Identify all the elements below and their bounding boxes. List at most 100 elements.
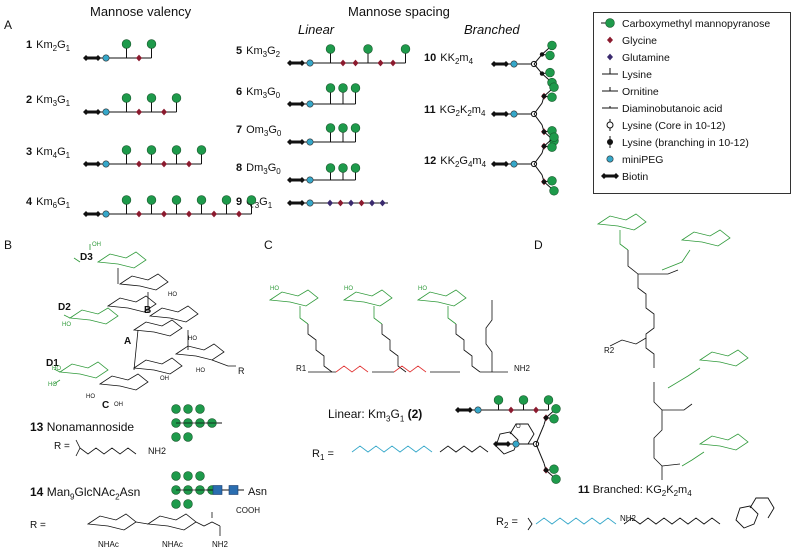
minipeg-icon <box>306 138 314 146</box>
panel-d-caption: 11 Branched: KG2K2m4 <box>578 484 692 499</box>
mannose-icon <box>146 93 157 103</box>
nh2-label: NH2 <box>620 514 637 523</box>
lysine-icon <box>602 68 618 75</box>
glutamine-icon <box>607 53 613 61</box>
r-equals-1: R = <box>54 441 70 452</box>
header-branched: Branched <box>464 22 520 37</box>
mannose-icon <box>325 163 336 173</box>
mannose-icon <box>183 432 193 442</box>
biotin-icon <box>285 137 307 147</box>
minipeg-icon <box>606 155 614 163</box>
km3g1-structure: HO HO HO <box>268 286 508 373</box>
mannose-icon <box>601 18 615 28</box>
nhac-label: NHAc <box>162 540 183 549</box>
svg-text:HO: HO <box>168 292 177 298</box>
legend-label: Lysine <box>622 69 652 81</box>
mannose-icon <box>325 83 336 93</box>
mannose-icon <box>543 395 554 405</box>
biotin-icon <box>81 107 103 117</box>
kg2k2m4-glyph <box>491 404 561 484</box>
glycine-icon <box>161 160 167 168</box>
r2-equals: R2 = <box>496 516 518 531</box>
panel-label-d: D <box>534 238 543 252</box>
mannose-icon <box>547 142 557 152</box>
mannose-icon <box>338 123 348 133</box>
header-spacing: Mannose spacing <box>348 4 450 19</box>
branch-line <box>533 102 543 115</box>
mannose-icon <box>400 44 411 54</box>
glycine-icon <box>533 406 539 414</box>
mannose-icon <box>547 176 557 186</box>
mannose-icon <box>195 471 205 481</box>
biotin-icon <box>81 53 103 63</box>
branch-line <box>535 424 545 445</box>
glycine-icon <box>186 160 192 168</box>
svg-text:HO: HO <box>196 368 205 374</box>
mannose-icon <box>183 499 193 509</box>
panel-label-a: A <box>4 18 13 32</box>
glcnac-asn-structure <box>86 512 221 536</box>
svg-text:HO: HO <box>418 286 427 292</box>
glycine-icon <box>352 59 359 67</box>
glycine-icon <box>186 210 192 218</box>
mannose-icon <box>146 195 157 205</box>
glycine-icon <box>211 210 217 218</box>
glycine-icon <box>358 199 365 207</box>
minipeg-icon <box>102 210 110 218</box>
svg-text:OH: OH <box>160 376 169 382</box>
pentylamine-chain <box>79 447 137 455</box>
minipeg-icon <box>474 406 482 414</box>
mannose-icon <box>171 93 182 103</box>
minipeg-icon <box>306 176 314 184</box>
dab-icon <box>602 106 618 109</box>
biotin-icon <box>81 209 103 219</box>
mannose-icon <box>171 432 181 442</box>
biotin-icon <box>285 198 307 208</box>
legend-label: Glutamine <box>622 52 670 64</box>
km3g1-glyph <box>453 395 554 415</box>
mannose-icon <box>146 145 157 155</box>
minipeg-icon <box>306 59 314 67</box>
compound-14-label: 14 Man9GlcNAc2Asn <box>30 485 141 502</box>
label-d3: D3 <box>80 252 93 263</box>
mannose-icon <box>551 404 561 414</box>
glutamine-icon <box>369 199 375 207</box>
attachment-point-icon <box>75 439 81 457</box>
glycine-icon <box>390 59 396 67</box>
header-valency: Mannose valency <box>90 4 192 19</box>
mannose-icon <box>547 40 557 51</box>
svg-text:OH: OH <box>114 402 123 408</box>
legend <box>593 12 791 194</box>
legend-label: Carboxymethyl mannopyranose <box>622 18 771 30</box>
mannose-icon <box>171 145 182 155</box>
glycine-icon <box>136 160 142 168</box>
glycine-icon <box>161 210 167 218</box>
legend-label: Lysine (branching in 10-12) <box>622 137 749 149</box>
r2-attach-label: R2 <box>604 346 615 355</box>
legend-label: miniPEG <box>622 154 664 166</box>
r1-equals: R1 = <box>312 448 334 463</box>
svg-text:HO: HO <box>62 322 71 328</box>
mannose-icon <box>121 145 132 155</box>
mannose-icon <box>545 67 555 78</box>
label-d1: D1 <box>46 358 59 369</box>
mannose-icon <box>221 195 232 205</box>
glycine-icon <box>236 210 242 218</box>
biotin-icon <box>453 405 475 415</box>
mannose-icon <box>195 404 205 414</box>
compound-13-mannoses <box>171 404 217 442</box>
biotin-icon <box>599 171 621 181</box>
label-ring-a: A <box>124 336 132 347</box>
biotin-icon <box>285 175 307 185</box>
minipeg-icon <box>102 54 110 62</box>
svg-text:HO: HO <box>52 366 61 372</box>
nhac-label: NHAc <box>98 540 119 549</box>
mannose-icon <box>545 50 555 61</box>
